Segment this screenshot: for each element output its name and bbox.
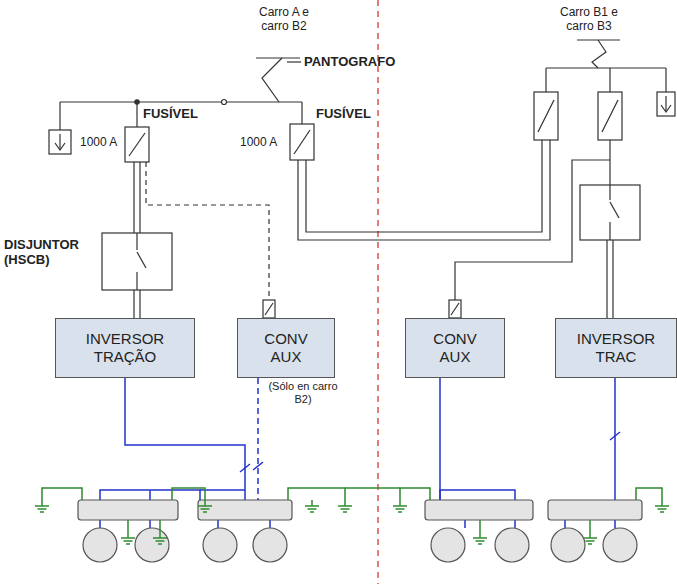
part-name: DISJUNTOR (HSCB) (4, 238, 96, 268)
part-name: FUSÍVEL (316, 107, 371, 122)
ground-symbol (35, 500, 669, 544)
note: (Sólo en carro B2) (266, 380, 340, 405)
car-label: Carro A e carro B2 (252, 6, 316, 34)
rating: 1000 A (80, 136, 117, 150)
part-name: PANTOGRAFO (304, 55, 395, 70)
wheel (83, 528, 637, 562)
part-name: FUSÍVEL (143, 107, 198, 122)
box-label: CONV AUX (256, 330, 316, 366)
optional-feed (146, 162, 269, 300)
equipment-box: INVERSOR TRAC (555, 318, 677, 378)
box-label: INVERSOR TRAC (566, 330, 666, 366)
equipment-box: CONV AUX (405, 318, 505, 378)
car-divider (377, 0, 379, 584)
equipment-box: INVERSOR TRAÇÃO (55, 318, 195, 378)
power-wiring (49, 40, 675, 318)
bogie (78, 500, 642, 520)
rating: 1000 A (240, 136, 277, 150)
equipment-box: CONV AUX (237, 318, 335, 378)
box-label: INVERSOR TRAÇÃO (75, 330, 175, 366)
car-label: Carro B1 e carro B3 (556, 6, 622, 34)
ground-wiring (42, 488, 662, 532)
optional-motor-feed (257, 378, 259, 500)
box-label: CONV AUX (425, 330, 485, 366)
